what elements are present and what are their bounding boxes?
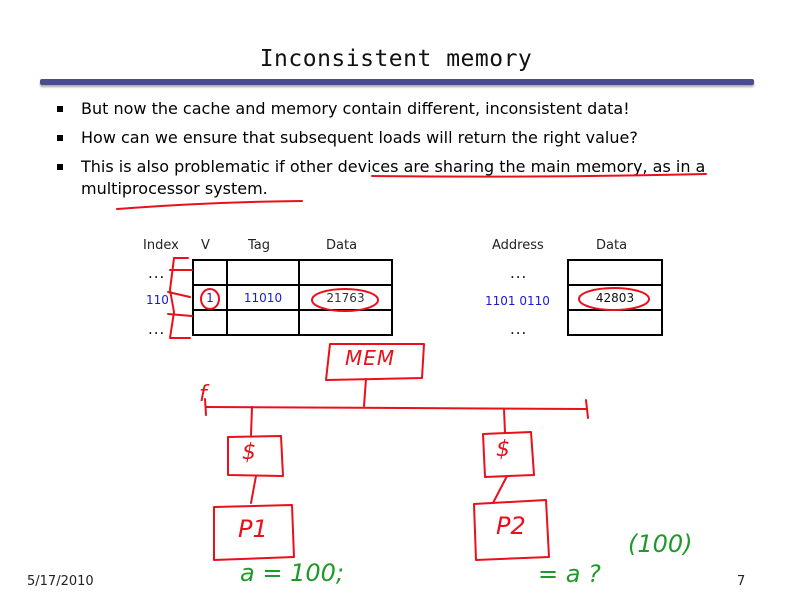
read-annotation: = a ? bbox=[538, 560, 601, 588]
cache-ellipsis-bottom: ... bbox=[148, 320, 166, 338]
cache2-to-p2 bbox=[492, 475, 508, 504]
cache-ellipsis-top: ... bbox=[148, 264, 166, 282]
underline-multiprocessor bbox=[116, 200, 303, 210]
bullet-text: This is also problematic if other device… bbox=[81, 157, 706, 198]
p2-label: P2 bbox=[496, 512, 526, 540]
mem-label: MEM bbox=[345, 346, 396, 370]
table-row bbox=[192, 259, 393, 286]
footer-page-number: 7 bbox=[737, 574, 746, 589]
cache1-label: $ bbox=[242, 440, 256, 465]
table-cell bbox=[567, 259, 663, 286]
cache-header-index: Index bbox=[143, 238, 179, 253]
cache-row-index: 110 bbox=[146, 293, 169, 307]
cache-data-cell: 21763 bbox=[298, 284, 393, 311]
cache-header-valid: V bbox=[201, 238, 210, 253]
table-cell bbox=[567, 309, 663, 336]
bus-end-right bbox=[585, 399, 589, 419]
cache1-to-p1 bbox=[250, 475, 257, 504]
table-cell bbox=[226, 259, 300, 286]
memory-header-address: Address bbox=[492, 238, 544, 253]
table-cell bbox=[298, 309, 393, 336]
index-tick-2 bbox=[167, 291, 191, 298]
memory-table: 42803 bbox=[567, 259, 663, 336]
bullet-square-icon bbox=[57, 164, 63, 170]
cache-tag-cell: 11010 bbox=[226, 284, 300, 311]
cache2-label: $ bbox=[496, 437, 510, 462]
bullet-item: This is also problematic if other device… bbox=[55, 156, 755, 200]
table-cell bbox=[192, 309, 228, 336]
cache-table: 1 11010 21763 bbox=[192, 259, 393, 336]
bullet-text: But now the cache and memory contain dif… bbox=[81, 99, 630, 118]
cache-header-data: Data bbox=[326, 238, 358, 253]
table-row bbox=[567, 259, 663, 286]
slide-title: Inconsistent memory bbox=[259, 46, 533, 72]
red-ink-group bbox=[116, 173, 707, 561]
guess-annotation: (100) bbox=[628, 530, 693, 558]
memory-ellipsis-top: ... bbox=[510, 264, 528, 282]
memory-data-cell: 42803 bbox=[567, 284, 663, 311]
footer-date: 5/17/2010 bbox=[27, 574, 94, 589]
table-cell bbox=[226, 309, 300, 336]
table-row: 1 11010 21763 bbox=[192, 284, 393, 311]
bus-to-cache1 bbox=[250, 406, 253, 436]
bullet-item: How can we ensure that subsequent loads … bbox=[55, 127, 755, 149]
p1-label: P1 bbox=[238, 515, 268, 543]
memory-header-data: Data bbox=[596, 238, 628, 253]
table-row bbox=[192, 309, 393, 336]
table-row bbox=[567, 309, 663, 336]
system-bus bbox=[205, 406, 587, 410]
table-cell bbox=[192, 259, 228, 286]
bullet-square-icon bbox=[57, 135, 63, 141]
memory-row-address: 1101 0110 bbox=[485, 294, 550, 308]
bullet-item: But now the cache and memory contain dif… bbox=[55, 98, 755, 120]
bullet-square-icon bbox=[57, 106, 63, 112]
cache-valid-cell: 1 bbox=[192, 284, 228, 311]
index-tick-3 bbox=[167, 313, 193, 317]
memory-ellipsis-bottom: ... bbox=[510, 320, 528, 338]
table-row: 42803 bbox=[567, 284, 663, 311]
bullet-text: How can we ensure that subsequent loads … bbox=[81, 128, 638, 147]
bus-to-cache2 bbox=[503, 408, 506, 434]
index-bracket bbox=[169, 257, 191, 339]
mem-to-bus bbox=[363, 378, 367, 407]
bus-mark-label: f bbox=[199, 382, 207, 407]
bullet-list: But now the cache and memory contain dif… bbox=[55, 98, 755, 200]
table-cell bbox=[298, 259, 393, 286]
cache-header-tag: Tag bbox=[248, 238, 271, 253]
title-underline-bar bbox=[40, 79, 754, 85]
write-annotation: a = 100; bbox=[240, 559, 344, 587]
